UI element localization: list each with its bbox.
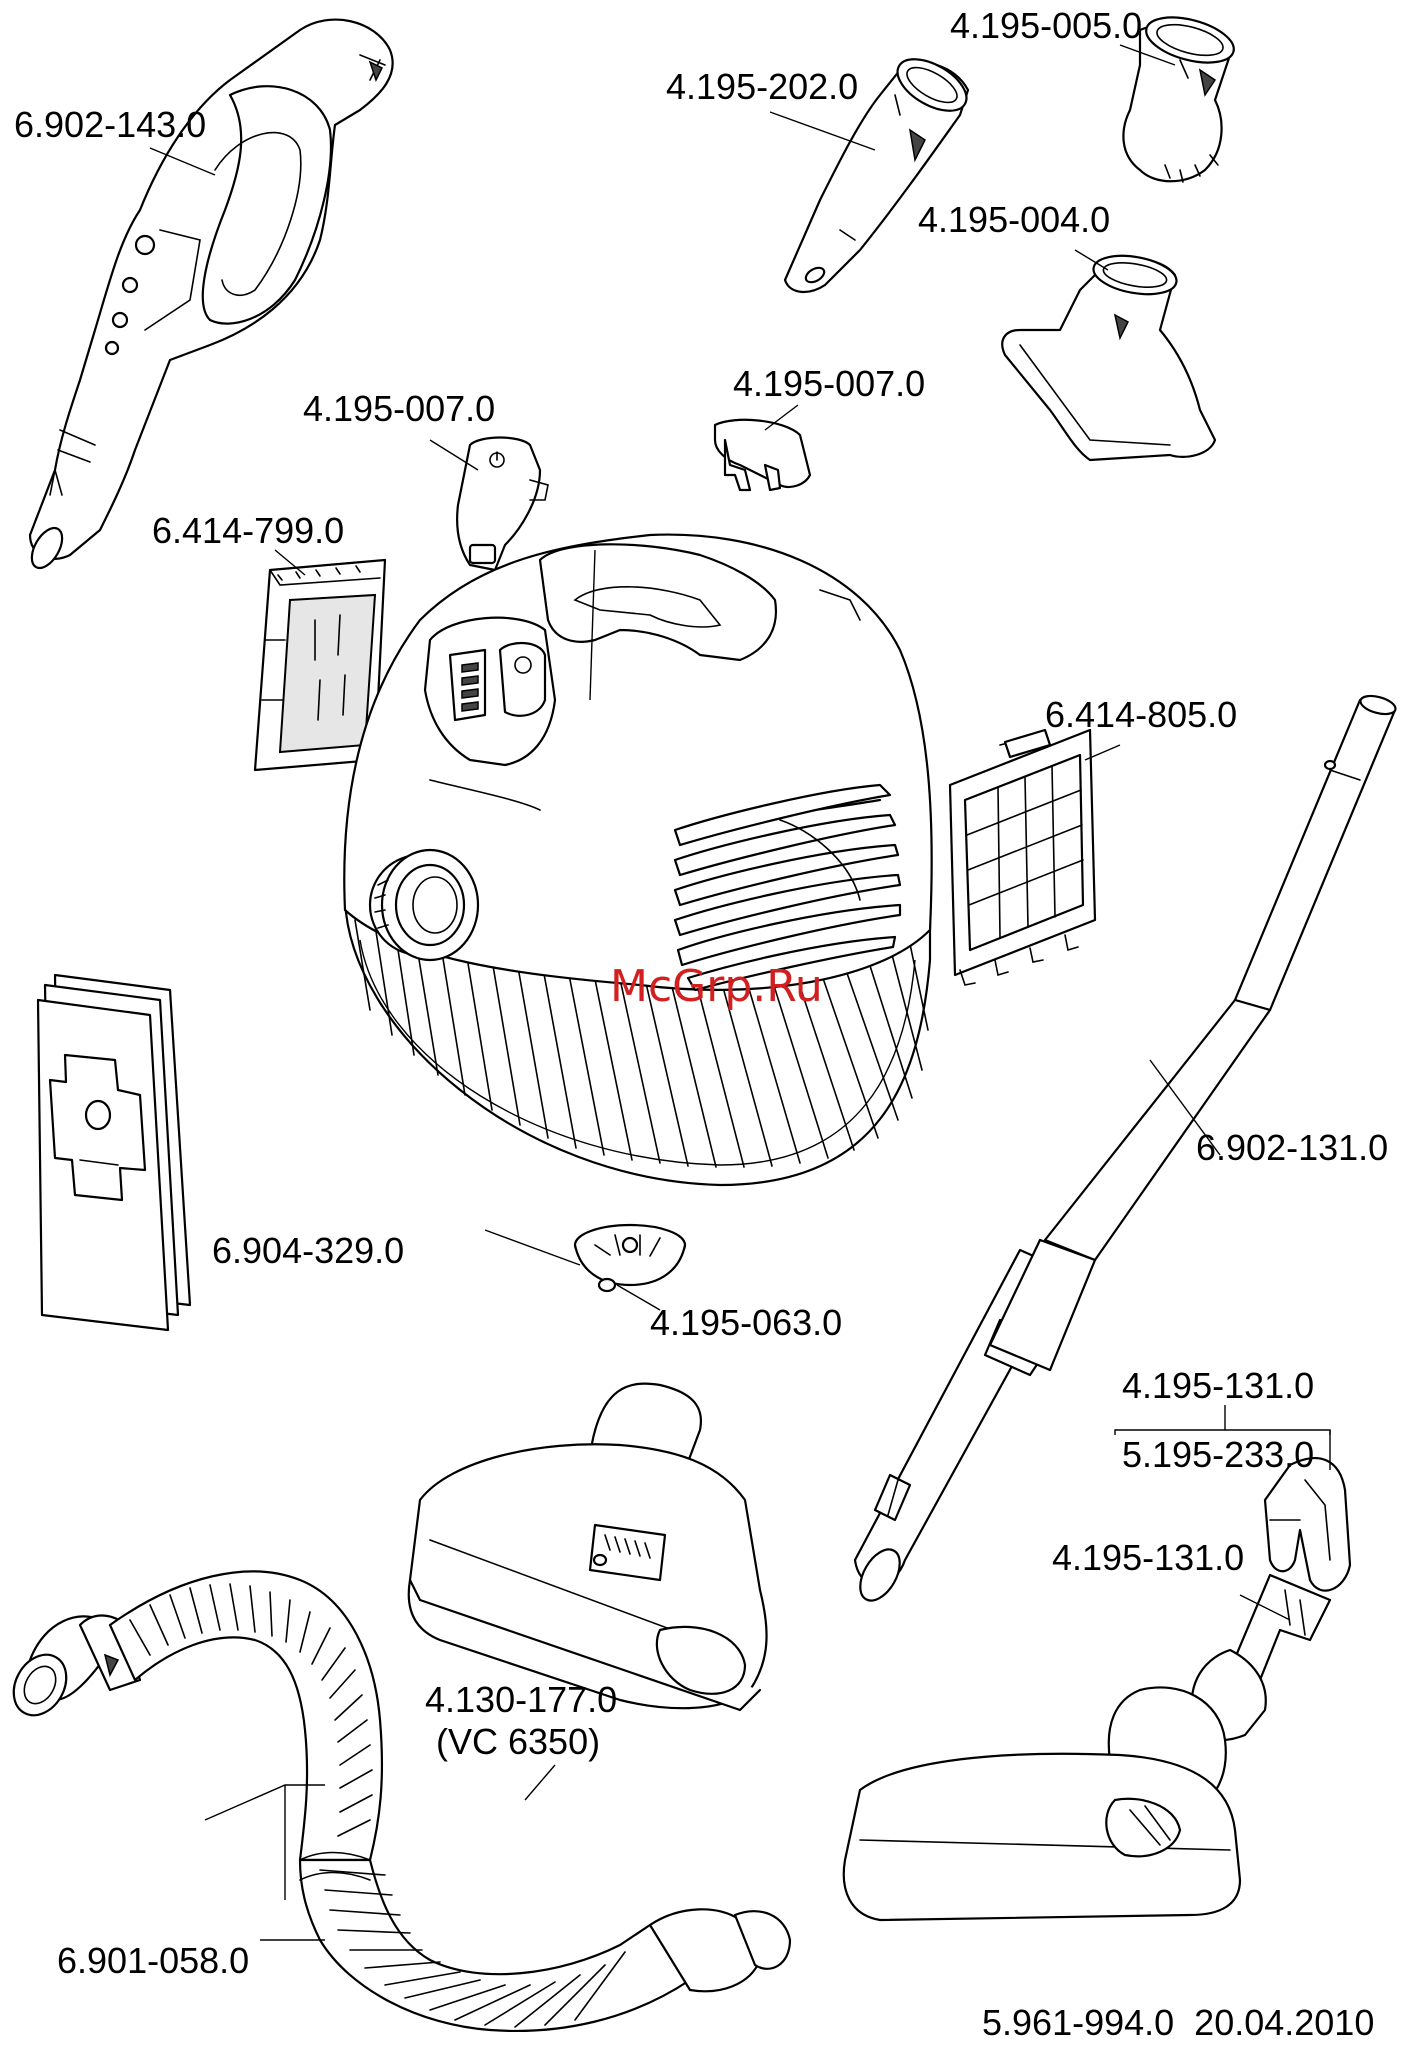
hepa-filter-part xyxy=(950,730,1095,985)
label-cap-left: 4.195-007.0 xyxy=(303,391,495,427)
combination-floor-nozzle-part xyxy=(844,1575,1330,1920)
label-cap-right: 4.195-007.0 xyxy=(733,366,925,402)
switch-cap-left-part xyxy=(457,438,548,571)
hose-handle-part xyxy=(26,20,393,573)
watermark: McGrp.Ru xyxy=(610,965,823,1009)
label-floor-nozzle-model: (VC 6350) xyxy=(436,1724,600,1760)
label-motor-filter: 6.414-799.0 xyxy=(152,513,344,549)
label-hose-handle: 6.902-143.0 xyxy=(14,107,206,143)
footer-document-number: 5.961-994.0 20.04.2010 xyxy=(982,2005,1374,2041)
label-suction-hose: 6.901-058.0 xyxy=(57,1943,249,1979)
castor-wheel-part xyxy=(575,1225,685,1291)
label-filter-bag: 6.904-329.0 xyxy=(212,1233,404,1269)
tube-clip-part xyxy=(1265,1458,1350,1591)
label-clip-131: 4.195-131.0 xyxy=(1122,1368,1314,1404)
label-floor-nozzle: 4.130-177.0 xyxy=(425,1682,617,1718)
vacuum-body xyxy=(344,535,931,1185)
label-suction-tube: 6.902-131.0 xyxy=(1196,1130,1388,1166)
upholstery-nozzle-part xyxy=(1002,250,1215,460)
switch-cap-right-part xyxy=(715,420,810,490)
label-clip-131-b: 4.195-131.0 xyxy=(1052,1540,1244,1576)
label-clip-233: 5.195-233.0 xyxy=(1122,1437,1314,1473)
label-nozzle-004: 4.195-004.0 xyxy=(918,202,1110,238)
filter-bag-part xyxy=(38,975,190,1330)
label-hepa-filter: 6.414-805.0 xyxy=(1045,697,1237,733)
label-castor: 4.195-063.0 xyxy=(650,1305,842,1341)
floor-nozzle-part xyxy=(409,1384,767,1710)
label-nozzle-202: 4.195-202.0 xyxy=(666,69,858,105)
label-nozzle-005: 4.195-005.0 xyxy=(950,8,1142,44)
